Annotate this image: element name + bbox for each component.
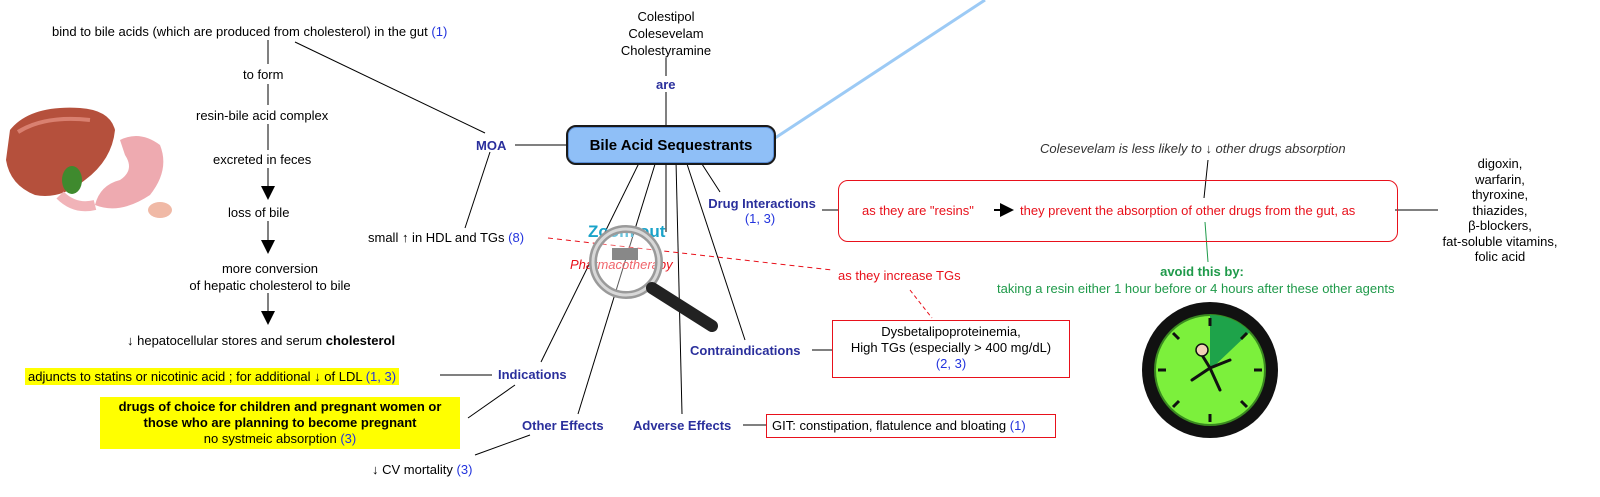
interactions-box (838, 180, 1398, 242)
contraindications-label[interactable]: Contraindications (690, 343, 801, 358)
drug-colestipol: Colestipol (637, 9, 695, 24)
reference-link[interactable]: (1) (1009, 418, 1026, 433)
moa-to-form: to form (243, 67, 284, 82)
avoid-title: avoid this by: (1160, 264, 1244, 279)
reference-link[interactable]: (3) (456, 462, 473, 477)
are-link: are (656, 77, 676, 92)
other-effects-label[interactable]: Other Effects (522, 418, 604, 433)
indications-label[interactable]: Indications (498, 367, 567, 382)
interacting-drugs-list: digoxin, warfarin, thyroxine, thiazides,… (1442, 156, 1558, 264)
adverse-effects-box (766, 414, 1056, 438)
central-node[interactable]: Bile Acid Sequestrants (566, 125, 776, 165)
indication-adjunct: adjuncts to statins or nicotinic acid ; … (25, 368, 400, 385)
indication-pregnancy: drugs of choice for children and pregnan… (100, 397, 460, 449)
moa-excreted: excreted in feces (213, 152, 312, 167)
reference-link[interactable]: (1) (431, 24, 448, 39)
reference-link[interactable]: (1, 3) (365, 369, 397, 384)
drug-cholestyramine: Cholestyramine (620, 43, 712, 58)
reference-link[interactable]: (3) (340, 431, 357, 446)
reference-link[interactable]: (2, 3) (935, 356, 967, 371)
drug-interactions-label[interactable]: Drug Interactions (708, 196, 816, 211)
drug-names: Colestipol Colesevelam Cholestyramine (600, 8, 732, 59)
moa-loss: loss of bile (228, 205, 290, 220)
colesevelam-note: Colesevelam is less likely to ↓ other dr… (1040, 141, 1346, 156)
clock-icon (1142, 302, 1278, 438)
adverse-effects-label[interactable]: Adverse Effects (633, 418, 732, 433)
drug-colesevelam: Colesevelam (628, 26, 704, 41)
contraindications-box (832, 320, 1070, 378)
moa-bind-text: bind to bile acids (which are produced f… (52, 24, 448, 39)
prevent-absorption-text: they prevent the absorption of other dru… (1020, 203, 1356, 218)
adverse-effects-text: GIT: constipation, flatulence and bloati… (772, 418, 1026, 433)
moa-complex: resin-bile acid complex (196, 108, 329, 123)
reference-link[interactable]: (1, 3) (744, 211, 776, 226)
cv-mortality: ↓ CV mortality (3) (372, 462, 473, 477)
avoid-text: taking a resin either 1 hour before or 4… (997, 281, 1395, 296)
contraindications-text: Dysbetalipoproteinemia, High TGs (especi… (832, 324, 1070, 372)
increase-tgs-text: as they increase TGs (838, 268, 961, 283)
reference-link[interactable]: (8) (508, 230, 525, 245)
moa-label[interactable]: MOA (476, 138, 507, 153)
magnifier-icon[interactable] (584, 220, 724, 335)
liver-stomach-illustration (6, 107, 172, 218)
moa-result: ↓ hepatocellular stores and serum choles… (127, 333, 396, 348)
resins-text: as they are "resins" (862, 203, 974, 218)
moa-conversion: more conversion of hepatic cholesterol t… (189, 261, 351, 293)
hdl-effect: small ↑ in HDL and TGs (8) (368, 230, 525, 245)
